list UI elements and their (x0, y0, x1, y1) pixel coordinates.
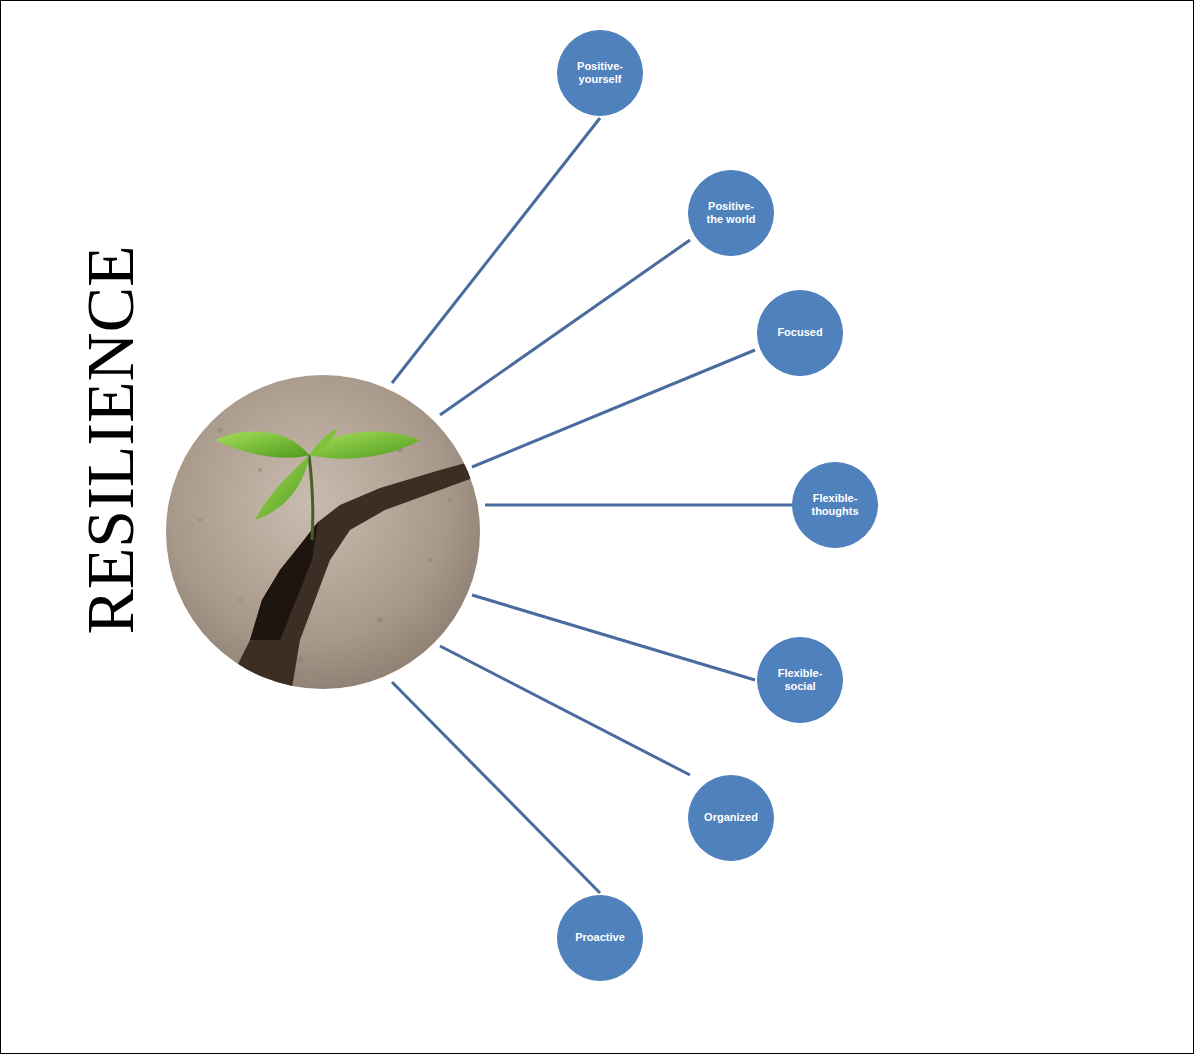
plant-photo (160, 370, 495, 700)
diagram-title: RESILIENCE (76, 245, 144, 634)
topic-label: Focused (769, 326, 831, 339)
topic-circle: Flexible-thoughts (792, 462, 878, 548)
topic-circle: Proactive (557, 895, 643, 981)
topic-circle: Focused (757, 290, 843, 376)
topic-label: Proactive (569, 931, 631, 944)
topic-circle: Flexible-social (757, 637, 843, 723)
topic-label: Positive-yourself (569, 60, 631, 86)
topic-label: Flexible-thoughts (804, 492, 866, 518)
topic-label: Flexible-social (769, 667, 831, 693)
topic-circle: Positive-the world (688, 170, 774, 256)
topic-circle: Organized (688, 775, 774, 861)
topic-circle: Positive-yourself (557, 30, 643, 116)
topic-label: Positive-the world (700, 200, 762, 226)
topic-label: Organized (700, 811, 762, 824)
